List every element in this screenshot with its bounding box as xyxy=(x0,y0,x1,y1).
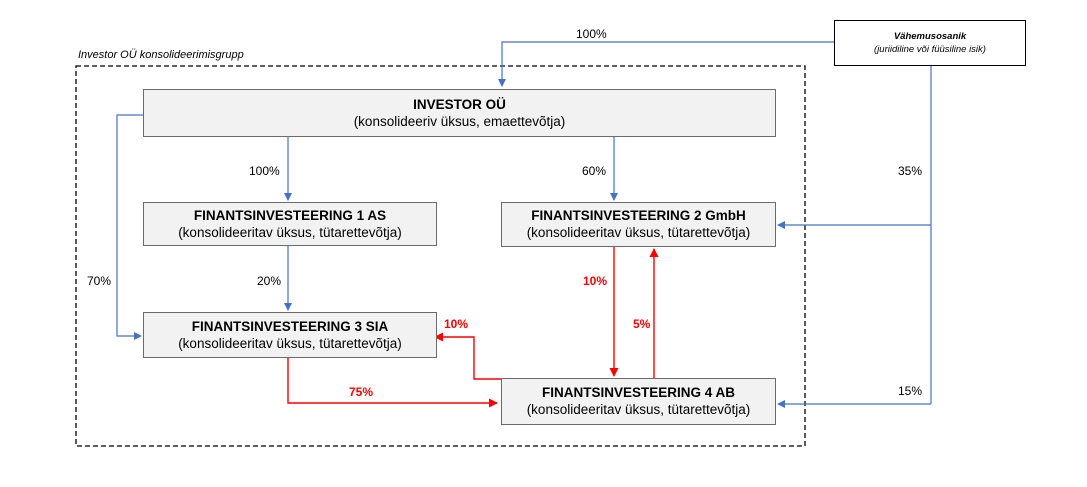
label-investor-fi1: 100% xyxy=(249,164,280,178)
label-investor-fi2: 60% xyxy=(582,164,607,178)
edge-minority-investor xyxy=(498,41,834,87)
minority-shareholder-box: Vähemusosanik (juriidiline või füüsiline… xyxy=(834,20,1026,66)
edge-fi4-fi3 xyxy=(434,332,501,380)
investor-title: INVESTOR OÜ xyxy=(413,96,506,112)
label-minority-investor: 100% xyxy=(576,27,607,41)
fi1-subtitle: (konsolideeritav üksus, tütarettevõtja) xyxy=(178,224,402,240)
fi2-box: FINANTSINVESTEERING 2 GmbH (konsolideeri… xyxy=(501,202,776,247)
fi4-subtitle: (konsolideeritav üksus, tütarettevõtja) xyxy=(526,402,751,417)
fi4-box: FINANTSINVESTEERING 4 AB (konsolideerita… xyxy=(501,378,776,425)
investor-subtitle: (konsolideeriv üksus, emaettevõtja) xyxy=(353,113,566,129)
fi1-box: FINANTSINVESTEERING 1 AS (konsolideerita… xyxy=(143,202,437,246)
label-fi1-fi3: 20% xyxy=(257,274,282,288)
fi3-title: FINANTSINVESTEERING 3 SIA xyxy=(191,318,389,334)
fi3-box: FINANTSINVESTEERING 3 SIA (konsolideerit… xyxy=(143,312,437,358)
edge-investor-fi3 xyxy=(116,114,143,340)
fi2-title: FINANTSINVESTEERING 2 GmbH xyxy=(531,208,746,223)
fi1-title: FINANTSINVESTEERING 1 AS xyxy=(193,207,387,223)
group-boundary xyxy=(75,65,806,447)
label-investor-fi3: 70% xyxy=(87,274,112,288)
label-minority-fi2: 35% xyxy=(898,164,923,178)
fi2-subtitle: (konsolideeritav üksus, tütarettevõtja) xyxy=(526,225,751,240)
fi4-title: FINANTSINVESTEERING 4 AB xyxy=(541,385,736,400)
label-fi4-fi2: 5% xyxy=(633,317,651,331)
label-fi2-fi4: 10% xyxy=(583,274,608,288)
label-fi3-fi4: 75% xyxy=(349,385,374,399)
edge-fi3-fi4 xyxy=(287,358,498,408)
label-minority-fi4: 15% xyxy=(898,384,923,398)
label-fi4-fi3: 10% xyxy=(444,317,469,331)
investor-box: INVESTOR OÜ (konsolideeriv üksus, emaett… xyxy=(143,89,776,137)
minority-subtitle: (juriidiline või füüsiline isik) xyxy=(874,44,986,55)
group-label: Investor OÜ konsolideerimisgrupp xyxy=(78,49,244,61)
fi3-subtitle: (konsolideeritav üksus, tütarettevõtja) xyxy=(178,335,402,351)
minority-title: Vähemusosanik xyxy=(893,31,967,42)
